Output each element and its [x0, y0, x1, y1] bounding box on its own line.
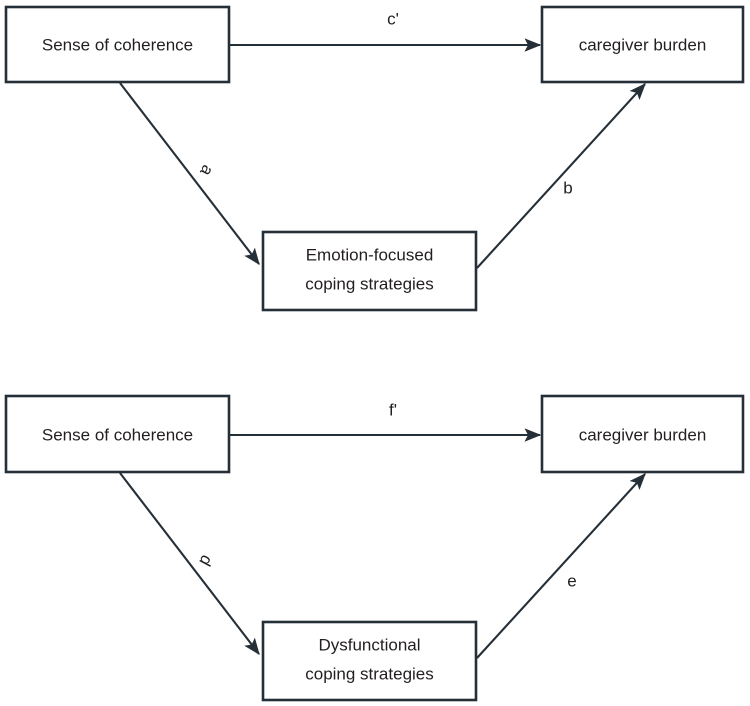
node-label-bottom-predictor: Sense of coherence — [42, 425, 193, 444]
node-label-top-mediator-line1: Emotion-focused — [306, 245, 434, 264]
path-top-a: a — [119, 82, 260, 265]
path-line-bottom-d — [119, 472, 260, 655]
node-label-top-outcome: caregiver burden — [579, 35, 707, 54]
node-label-bottom-outcome: caregiver burden — [579, 425, 707, 444]
node-top-outcome: caregiver burden — [540, 5, 745, 84]
path-bottom-e: e — [476, 473, 646, 659]
path-bottom-d: d — [119, 472, 260, 655]
path-label-e: e — [567, 571, 576, 590]
node-box-bottom-outcome — [540, 394, 745, 474]
node-box-top-outcome — [540, 5, 745, 84]
node-bottom-outcome: caregiver burden — [540, 394, 745, 474]
path-line-top-a — [119, 82, 260, 265]
path-bottom-direct: f' — [230, 400, 542, 442]
node-top-mediator: Emotion-focused coping strategies — [261, 230, 478, 312]
panel-top: Sense of coherence caregiver burden Emot… — [4, 5, 745, 312]
node-label-top-predictor: Sense of coherence — [42, 35, 193, 54]
node-bottom-predictor: Sense of coherence — [4, 394, 231, 474]
path-label-f-prime: f' — [389, 400, 397, 419]
path-top-b: b — [476, 83, 646, 269]
path-label-c-prime: c' — [387, 9, 399, 28]
panel-bottom: Sense of coherence caregiver burden Dysf… — [4, 394, 745, 702]
path-top-direct: c' — [230, 9, 542, 52]
path-label-a: a — [196, 162, 217, 180]
node-label-bottom-mediator-line2: coping strategies — [305, 664, 434, 683]
node-box-bottom-predictor — [4, 394, 231, 474]
node-label-bottom-mediator-line1: Dysfunctional — [318, 635, 420, 654]
path-label-b: b — [563, 178, 572, 197]
node-box-bottom-mediator — [261, 620, 478, 702]
node-box-top-predictor — [4, 5, 231, 84]
path-label-d: d — [195, 552, 216, 569]
node-bottom-mediator: Dysfunctional coping strategies — [261, 620, 478, 702]
node-top-predictor: Sense of coherence — [4, 5, 231, 84]
node-box-top-mediator — [261, 230, 478, 312]
path-line-bottom-e — [476, 473, 646, 659]
path-line-top-b — [476, 83, 646, 269]
node-label-top-mediator-line2: coping strategies — [305, 274, 434, 293]
